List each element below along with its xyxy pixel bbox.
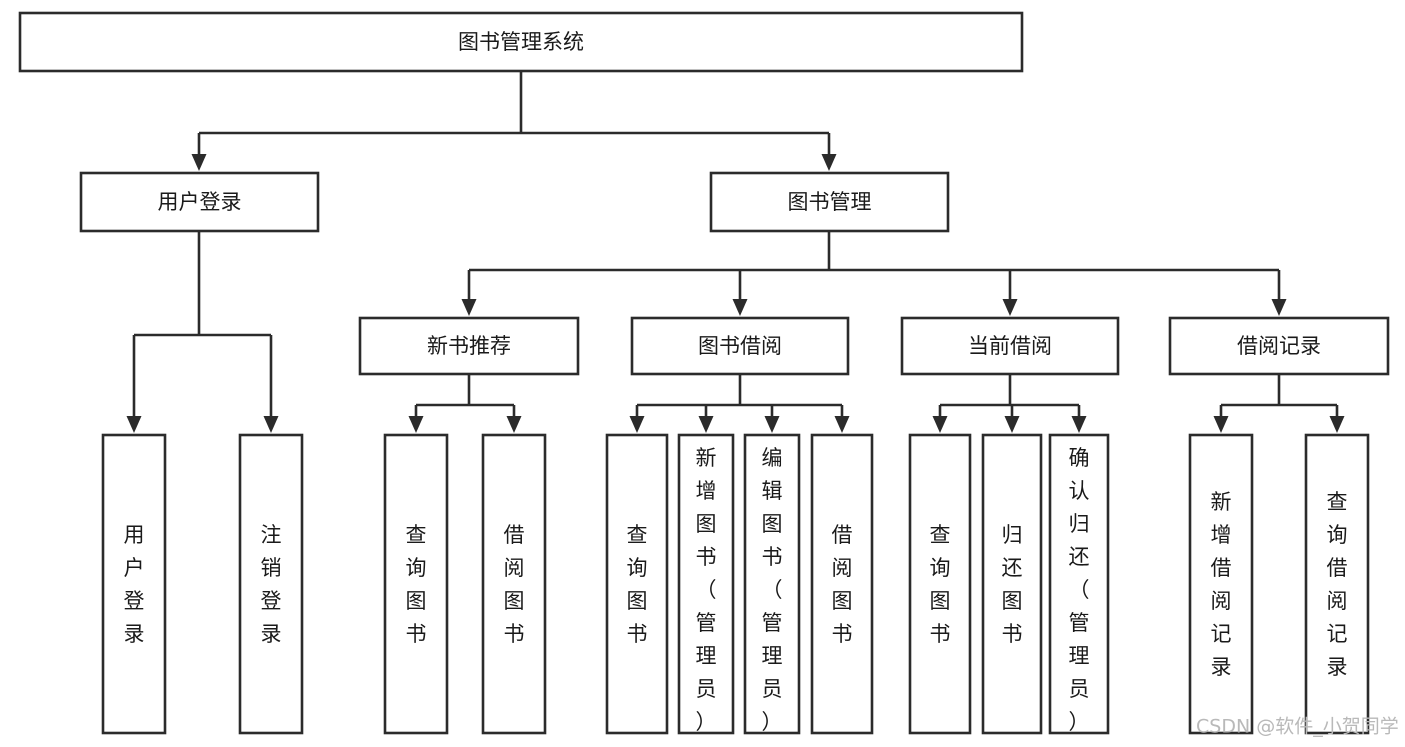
node-label: 借阅图书 xyxy=(832,523,853,646)
node-current-borrow[interactable]: 当前借阅 xyxy=(900,316,1120,376)
node-label: 图书管理 xyxy=(788,190,872,214)
node-label: 查询图书 xyxy=(627,523,648,646)
arrow-head-icon xyxy=(461,299,477,316)
arrow-head-icon xyxy=(506,416,522,433)
node-new-book-recommend[interactable]: 新书推荐 xyxy=(358,316,580,376)
node-leaf-query-borrow-record[interactable]: 查询借阅记录 xyxy=(1304,433,1370,735)
node-box[interactable] xyxy=(981,433,1043,735)
arrow-head-icon xyxy=(1004,416,1020,433)
node-box[interactable] xyxy=(1168,316,1390,376)
watermark-label: CSDN @软件_小贺同学 xyxy=(1196,716,1399,738)
arrow-head-icon xyxy=(698,416,714,433)
arrow-head-icon xyxy=(821,154,837,171)
node-label: 编辑图书（管理员） xyxy=(762,446,783,734)
arrow-head-icon xyxy=(1071,416,1087,433)
connector-borrow-record-to-leaves xyxy=(1213,374,1345,433)
node-leaf-logout[interactable]: 注销登录 xyxy=(238,433,304,735)
arrow-head-icon xyxy=(932,416,948,433)
node-box[interactable] xyxy=(481,433,547,735)
node-label: 借阅图书 xyxy=(504,523,525,646)
arrow-head-icon xyxy=(764,416,780,433)
node-label: 查询图书 xyxy=(930,523,951,646)
connectors-layer xyxy=(126,71,1345,433)
node-label: 图书借阅 xyxy=(698,334,782,358)
node-leaf-user-login[interactable]: 用户登录 xyxy=(101,433,167,735)
node-box[interactable] xyxy=(1304,433,1370,735)
node-label: 新增借阅记录 xyxy=(1211,490,1232,679)
connector-root-to-level1 xyxy=(191,71,837,171)
arrow-head-icon xyxy=(191,154,207,171)
node-box[interactable] xyxy=(1048,433,1110,735)
node-leaf-borrow-book-recommend[interactable]: 借阅图书 xyxy=(481,433,547,735)
node-user-login[interactable]: 用户登录 xyxy=(79,171,320,233)
node-box[interactable] xyxy=(743,433,801,735)
node-box[interactable] xyxy=(677,433,735,735)
node-leaf-edit-book[interactable]: 编辑图书（管理员） xyxy=(743,433,801,735)
node-label: 新增图书（管理员） xyxy=(696,446,717,734)
nodes-layer: 图书管理系统用户登录图书管理新书推荐图书借阅当前借阅借阅记录用户登录注销登录查询… xyxy=(18,11,1390,735)
node-box[interactable] xyxy=(630,316,850,376)
node-leaf-add-book[interactable]: 新增图书（管理员） xyxy=(677,433,735,735)
connector-book-borrow-to-leaves xyxy=(629,374,850,433)
node-box[interactable] xyxy=(908,433,972,735)
node-label: 当前借阅 xyxy=(968,334,1052,358)
node-box[interactable] xyxy=(101,433,167,735)
arrow-head-icon xyxy=(126,416,142,433)
node-box[interactable] xyxy=(810,433,874,735)
node-label: 注销登录 xyxy=(261,523,282,646)
connector-current-borrow-to-leaves xyxy=(932,374,1087,433)
node-leaf-query-book-recommend[interactable]: 查询图书 xyxy=(383,433,449,735)
node-box[interactable] xyxy=(18,11,1024,73)
node-leaf-add-borrow-record[interactable]: 新增借阅记录 xyxy=(1188,433,1254,735)
arrow-head-icon xyxy=(732,299,748,316)
node-book-management[interactable]: 图书管理 xyxy=(709,171,950,233)
node-label: 新书推荐 xyxy=(427,334,511,358)
arrow-head-icon xyxy=(629,416,645,433)
node-borrow-record[interactable]: 借阅记录 xyxy=(1168,316,1390,376)
node-box[interactable] xyxy=(1188,433,1254,735)
node-label: 用户登录 xyxy=(124,523,145,646)
arrow-head-icon xyxy=(408,416,424,433)
node-leaf-borrow-book[interactable]: 借阅图书 xyxy=(810,433,874,735)
node-box[interactable] xyxy=(605,433,669,735)
node-box[interactable] xyxy=(358,316,580,376)
watermark-layer: CSDN @软件_小贺同学 xyxy=(1196,716,1399,738)
connector-book-management-to-level2 xyxy=(461,231,1287,316)
node-label: 借阅记录 xyxy=(1237,334,1321,358)
connector-new-book-recommend-to-leaves xyxy=(408,374,522,433)
node-box[interactable] xyxy=(709,171,950,233)
node-label: 归还图书 xyxy=(1002,523,1023,646)
node-leaf-query-book-current[interactable]: 查询图书 xyxy=(908,433,972,735)
node-box[interactable] xyxy=(383,433,449,735)
connector-user-login-to-leaves xyxy=(126,231,279,433)
node-label: 确认归还（管理员） xyxy=(1069,446,1090,734)
node-box[interactable] xyxy=(900,316,1120,376)
node-label: 查询图书 xyxy=(406,523,427,646)
node-label: 图书管理系统 xyxy=(458,30,584,54)
arrow-head-icon xyxy=(1329,416,1345,433)
node-leaf-return-book[interactable]: 归还图书 xyxy=(981,433,1043,735)
arrow-head-icon xyxy=(1002,299,1018,316)
node-book-borrow[interactable]: 图书借阅 xyxy=(630,316,850,376)
arrow-head-icon xyxy=(263,416,279,433)
node-box[interactable] xyxy=(79,171,320,233)
node-leaf-query-book-borrow[interactable]: 查询图书 xyxy=(605,433,669,735)
arrow-head-icon xyxy=(1271,299,1287,316)
node-label: 查询借阅记录 xyxy=(1327,490,1348,679)
arrow-head-icon xyxy=(834,416,850,433)
node-root[interactable]: 图书管理系统 xyxy=(18,11,1024,73)
node-label: 用户登录 xyxy=(158,190,242,214)
arrow-head-icon xyxy=(1213,416,1229,433)
node-box[interactable] xyxy=(238,433,304,735)
node-leaf-confirm-return[interactable]: 确认归还（管理员） xyxy=(1048,433,1110,735)
